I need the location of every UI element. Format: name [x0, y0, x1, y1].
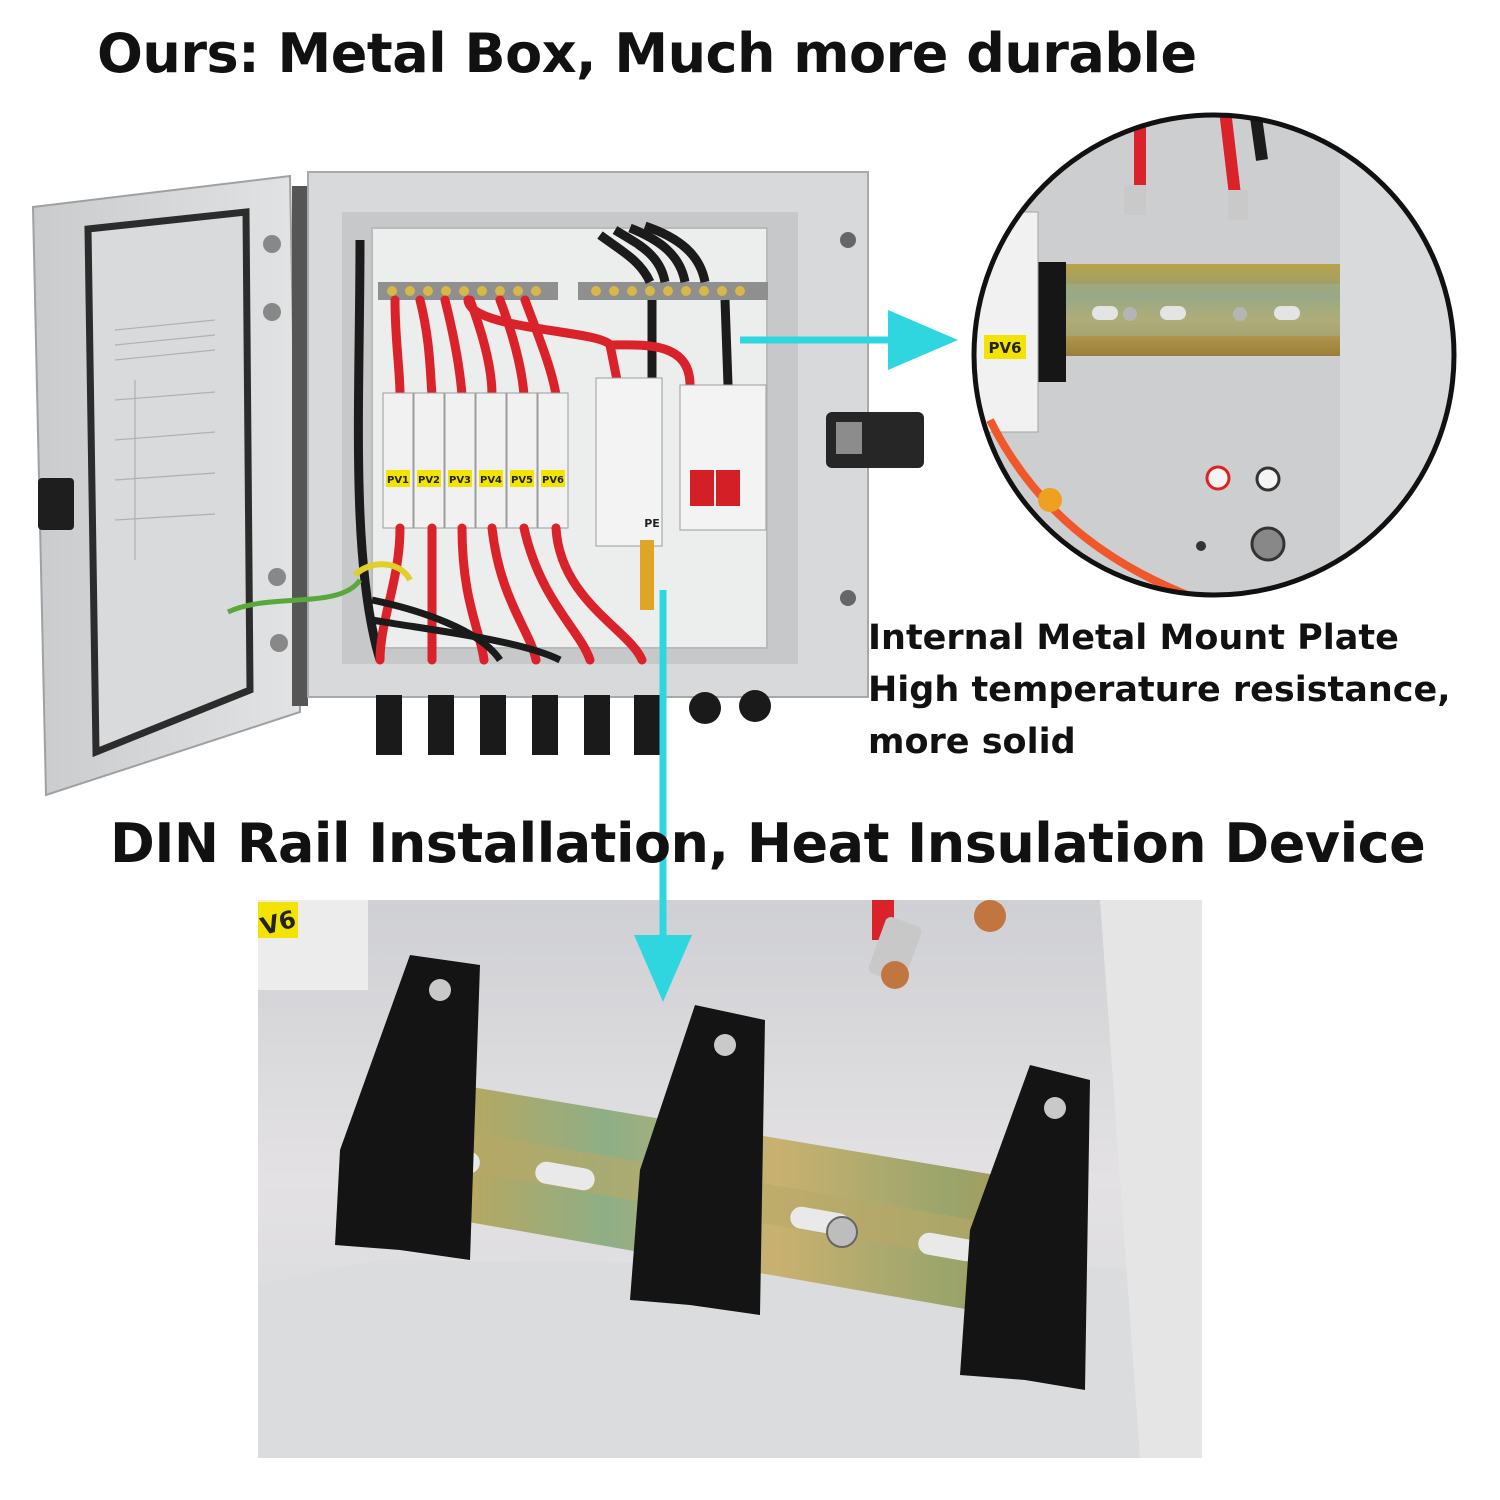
enclosure-door: [31, 174, 308, 797]
spd-pe-label: PE: [644, 517, 660, 530]
callout-arrows: [634, 310, 958, 1002]
fuse-label-pv1: PV1: [387, 475, 409, 486]
mc4-connectors: [376, 690, 771, 755]
enclosure-body: [226, 171, 924, 755]
mount-plate-caption: Internal Metal Mount Plate High temperat…: [868, 612, 1451, 768]
din-rail-detail-photo: [258, 900, 1202, 1458]
arrow-down-icon: [634, 935, 692, 1002]
arrow-right-icon: [888, 310, 958, 370]
fuse-label-pv6: PV6: [542, 475, 564, 486]
zoom-detail-circle: [971, 112, 1457, 598]
fuse-label-pv2: PV2: [418, 475, 440, 486]
fuse-holder-row: [382, 392, 569, 529]
fuse-label-pv3: PV3: [449, 475, 471, 486]
din-rail-heading: DIN Rail Installation, Heat Insulation D…: [110, 812, 1426, 875]
zoom-fuse-label: PV6: [988, 339, 1021, 357]
fuse-label-pv4: PV4: [480, 475, 502, 486]
caption-line-2: High temperature resistance,: [868, 670, 1451, 710]
caption-line-3: more solid: [868, 722, 1076, 762]
headline: Ours: Metal Box, Much more durable: [97, 22, 1197, 85]
caption-line-1: Internal Metal Mount Plate: [868, 618, 1399, 658]
fuse-label-pv5: PV5: [511, 475, 533, 486]
